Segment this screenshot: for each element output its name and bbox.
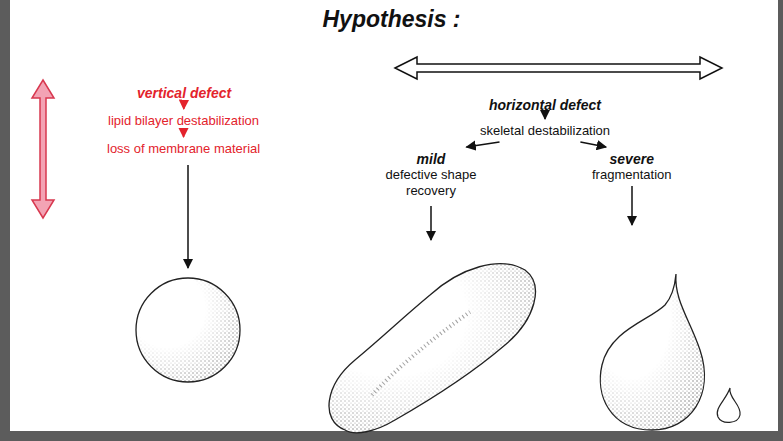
vertical-double-arrow bbox=[32, 80, 54, 218]
arrow-to-ovalocyte bbox=[430, 206, 432, 240]
text-node: vertical defect bbox=[134, 84, 234, 102]
text-node: milddefective shape recovery bbox=[372, 150, 490, 200]
diagram-title: Hypothesis : bbox=[0, 6, 783, 33]
horizontal-double-arrow bbox=[395, 57, 722, 79]
body-text: loss of membrane material bbox=[107, 141, 260, 157]
cell-fragment bbox=[717, 388, 740, 422]
elliptocyte-dimple bbox=[372, 312, 470, 395]
body-text: skeletal destabilization bbox=[480, 123, 610, 139]
heading-text: mild bbox=[417, 151, 446, 167]
elliptocyte-shading bbox=[329, 264, 535, 433]
heading-text: horizontal defect bbox=[489, 97, 601, 113]
text-node: severefragmentation bbox=[589, 150, 675, 184]
fragmenting-cell-shading bbox=[600, 274, 704, 430]
elliptocyte bbox=[329, 264, 535, 433]
text-node: loss of membrane material bbox=[104, 140, 263, 158]
text-node: skeletal destabilization bbox=[477, 122, 613, 140]
text-node: lipid bilayer destabilization bbox=[105, 112, 262, 130]
body-text: defective shape recovery bbox=[375, 167, 487, 199]
arrow-to-fragment bbox=[631, 186, 633, 225]
text-node: horizontal defect bbox=[486, 96, 604, 114]
heading-text: severe bbox=[610, 151, 654, 167]
spherocyte bbox=[136, 278, 240, 382]
heading-text: vertical defect bbox=[137, 85, 231, 101]
connector-arrow bbox=[580, 142, 606, 147]
spherocyte-shading bbox=[136, 278, 240, 382]
fragmenting-cell bbox=[600, 274, 704, 430]
connector-arrow bbox=[183, 104, 185, 109]
arrow-to-sphere bbox=[187, 165, 189, 268]
connector-arrow bbox=[183, 132, 185, 137]
connector-arrow bbox=[466, 142, 499, 147]
connector-arrow bbox=[544, 116, 546, 119]
body-text: lipid bilayer destabilization bbox=[108, 113, 259, 129]
body-text: fragmentation bbox=[592, 167, 672, 183]
